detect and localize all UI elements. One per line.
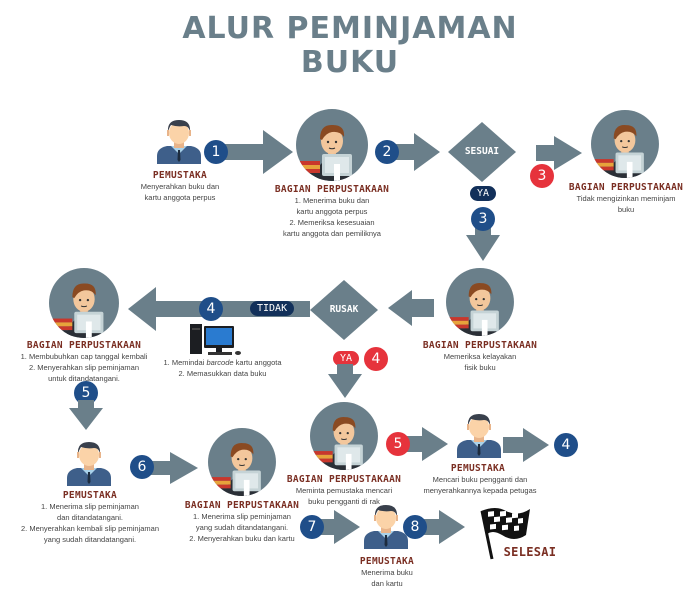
pill-ya-2: YA xyxy=(333,351,360,366)
desc-line: untuk ditandatangani. xyxy=(48,374,120,383)
desc-line: Tidak mengizinkan meminjam xyxy=(576,194,676,203)
desc-line: buku xyxy=(617,205,635,214)
node2-desc: 1. Menerima buku dan kartu anggota perpu… xyxy=(262,195,402,239)
desc-line: Mencari buku pengganti dan xyxy=(432,475,528,484)
node11-desc: Menerima buku dan kartu xyxy=(327,567,447,589)
step-badge-8: 8 xyxy=(403,515,427,539)
desc-line: 1. Memindai barcode kartu anggota xyxy=(150,357,295,368)
node2-role: BAGIAN PERPUSTAKAAN xyxy=(274,184,390,195)
page-title-line2: BUKU xyxy=(300,45,400,80)
desc-text: 1. Memindai xyxy=(163,358,207,367)
node5-role: BAGIAN PERPUSTAKAAN xyxy=(26,340,142,351)
desc-line: kartu anggota perpus xyxy=(296,207,368,216)
librarian-icon xyxy=(208,428,276,496)
node4-role: BAGIAN PERPUSTAKAAN xyxy=(422,340,538,351)
arrow-down-4 xyxy=(328,364,362,398)
decision-diamond-rusak xyxy=(310,280,378,340)
desc-line: 2. Memeriksa kesesuaian xyxy=(289,218,375,227)
step-badge-2: 2 xyxy=(375,140,399,164)
arrow-down-3 xyxy=(466,215,500,261)
step-badge-4-red: 4 xyxy=(364,347,388,371)
desc-line: 2. Menyerahkan kembali slip peminjaman xyxy=(21,524,159,533)
node8-role: BAGIAN PERPUSTAKAAN xyxy=(184,500,300,511)
step-badge-7: 7 xyxy=(300,515,324,539)
librarian-icon xyxy=(49,268,119,338)
node10-role: PEMUSTAKA xyxy=(450,463,506,474)
arrow-down-5 xyxy=(69,400,103,430)
node11-role: PEMUSTAKA xyxy=(359,556,415,567)
step-badge-3-red: 3 xyxy=(530,164,554,188)
desc-line: yang sudah ditandatangani. xyxy=(43,535,137,544)
pill-ya-1: YA xyxy=(470,186,497,201)
node8-desc: 1. Menerima slip peminjaman yang sudah d… xyxy=(172,511,312,544)
user-icon xyxy=(457,414,501,458)
computer-icon xyxy=(190,324,241,355)
node7-role: PEMUSTAKA xyxy=(62,490,118,501)
desc-line: 1. Menerima slip peminjaman xyxy=(193,512,291,521)
librarian-icon xyxy=(591,110,659,178)
arrow-left-rusak xyxy=(388,290,434,326)
step-badge-6: 6 xyxy=(130,455,154,479)
librarian-icon xyxy=(446,268,514,336)
arrow-right-5-red xyxy=(406,427,448,461)
step-badge-3-blue: 3 xyxy=(471,207,495,231)
desc-line: 2. Memasukkan data buku xyxy=(178,369,267,378)
arrow-right-2 xyxy=(388,133,440,171)
node9-desc: Meminta pemustaka mencari buku pengganti… xyxy=(274,485,414,507)
desc-emphasis: barcode xyxy=(206,358,234,367)
decision-diamond-sesuai xyxy=(448,122,516,182)
desc-line: 1. Membubuhkan cap tanggal kembali xyxy=(20,352,148,361)
desc-text: kartu anggota xyxy=(233,358,282,367)
arrow-right-3 xyxy=(536,136,582,170)
arrow-right-1 xyxy=(218,130,293,174)
node9-role: BAGIAN PERPUSTAKAAN xyxy=(286,474,402,485)
arrow-right-8 xyxy=(423,510,465,544)
desc-line: Meminta pemustaka mencari xyxy=(295,486,393,495)
desc-line: 2. Menyerahkan slip peminjaman xyxy=(28,363,140,372)
node7-desc: 1. Menerima slip peminjaman dan ditandat… xyxy=(10,501,170,545)
desc-line: yang sudah ditandatangani. xyxy=(195,523,289,532)
desc-line: kartu anggota dan pemiliknya xyxy=(283,229,381,238)
step-badge-4-ref[interactable]: 4 xyxy=(554,433,578,457)
checkered-flag-icon xyxy=(480,508,530,560)
desc-line: dan ditandatangani. xyxy=(57,513,123,522)
node3-role: BAGIAN PERPUSTAKAAN xyxy=(568,182,684,193)
decision-sesuai-label: SESUAI xyxy=(464,146,500,157)
step-badge-1: 1 xyxy=(204,140,228,164)
user-icon xyxy=(67,442,111,486)
node5-desc: 1. Membubuhkan cap tanggal kembali 2. Me… xyxy=(4,351,164,384)
node4-desc: Memeriksa kelayakan fisik buku xyxy=(410,351,550,373)
arrow-right-to-4 xyxy=(503,428,549,462)
desc-line: 2. Menyerahkan buku dan kartu xyxy=(189,534,295,543)
desc-line: kartu anggota perpus xyxy=(144,193,216,202)
decision-rusak-label: RUSAK xyxy=(329,304,359,315)
node10-desc: Mencari buku pengganti dan menyerahkanny… xyxy=(405,474,555,496)
node6-desc: 1. Memindai barcode kartu anggota 2. Mem… xyxy=(150,357,295,379)
desc-line: 1. Menerima buku dan xyxy=(294,196,370,205)
desc-line: 1. Menerima slip peminjaman xyxy=(41,502,139,511)
librarian-icon xyxy=(296,109,368,181)
node3-desc: Tidak mengizinkan meminjam buku xyxy=(556,193,696,215)
desc-line: buku pengganti di rak xyxy=(308,497,380,506)
node1-desc: Menyerahkan buku dan kartu anggota perpu… xyxy=(110,181,250,203)
pill-tidak: TIDAK xyxy=(250,301,295,316)
desc-line: Memeriksa kelayakan xyxy=(443,352,517,361)
librarian-icon xyxy=(310,402,378,470)
page-title-line1: ALUR PEMINJAMAN xyxy=(182,11,518,46)
desc-line: menyerahkannya kepada petugas xyxy=(423,486,537,495)
desc-line: Menerima buku xyxy=(361,568,413,577)
desc-line: fisik buku xyxy=(464,363,496,372)
step-badge-4-blue: 4 xyxy=(199,297,223,321)
step-badge-5-red: 5 xyxy=(386,432,410,456)
desc-line: dan kartu xyxy=(371,579,403,588)
desc-line: Menyerahkan buku dan xyxy=(140,182,220,191)
node1-role: PEMUSTAKA xyxy=(152,170,208,181)
arrow-right-6 xyxy=(148,452,198,484)
arrow-right-7 xyxy=(320,510,360,544)
finish-label: SELESAI xyxy=(503,545,557,559)
user-icon xyxy=(157,120,201,164)
